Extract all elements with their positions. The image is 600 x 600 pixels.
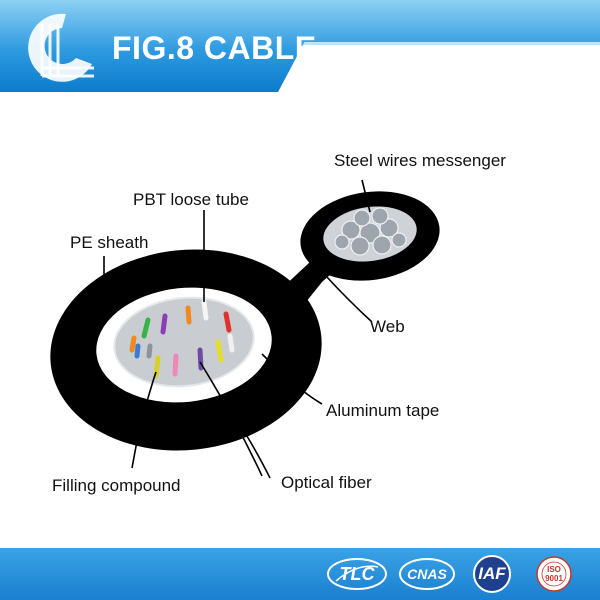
header-banner: FIG.8 CABLE: [0, 0, 600, 92]
fiber-grey: [146, 343, 153, 359]
leader-optical-fiber-2: [235, 417, 271, 479]
leader-aluminum-tape: [261, 353, 323, 405]
tlc-text: TLC: [339, 563, 375, 584]
fiber-purple-1: [160, 313, 168, 335]
leader-steel-wires: [361, 179, 371, 213]
label-aluminum-tape: Aluminum tape: [326, 401, 440, 420]
iso-text-top: ISO: [547, 565, 561, 574]
iaf-text: IAF: [478, 564, 506, 583]
label-web: Web: [370, 317, 405, 336]
fiber-blue: [134, 343, 141, 359]
leader-filling-compound: [131, 371, 157, 469]
fiber-yellow-2: [215, 339, 224, 363]
leader-web: [325, 275, 373, 323]
optical-fibers: [129, 299, 235, 379]
fiber-orange-2: [129, 335, 137, 353]
header-white-band: [275, 42, 600, 92]
fiber-white-1: [201, 299, 209, 321]
label-filling-compound: Filling compound: [52, 476, 181, 495]
fiber-orange: [185, 305, 192, 325]
page-title: FIG.8 CABLE: [112, 30, 317, 66]
label-optical-fiber: Optical fiber: [281, 473, 372, 492]
fiber-red: [223, 311, 232, 333]
fiber-pink: [172, 353, 179, 377]
iaf-logo: IAF: [462, 555, 522, 593]
tlc-logo: TLC: [326, 555, 388, 593]
company-logo: [28, 13, 94, 82]
fiber-white-2: [227, 333, 235, 353]
iso-9001-seal: ISO 9001: [534, 555, 574, 593]
fiber-green-1: [141, 317, 151, 339]
label-pbt-loose-tube: PBT loose tube: [133, 190, 249, 209]
label-steel-wires-messenger: Steel wires messenger: [334, 151, 506, 170]
cable-diagram: [50, 179, 440, 479]
label-pe-sheath: PE sheath: [70, 233, 149, 252]
cnas-text: CNAS: [407, 566, 447, 582]
iso-text-bottom: 9001: [545, 574, 563, 583]
leader-optical-fiber: [199, 361, 263, 477]
cnas-logo: CNAS: [398, 555, 456, 593]
fiber-purple-2: [197, 347, 204, 371]
steel-wires-bundle: [334, 207, 407, 256]
